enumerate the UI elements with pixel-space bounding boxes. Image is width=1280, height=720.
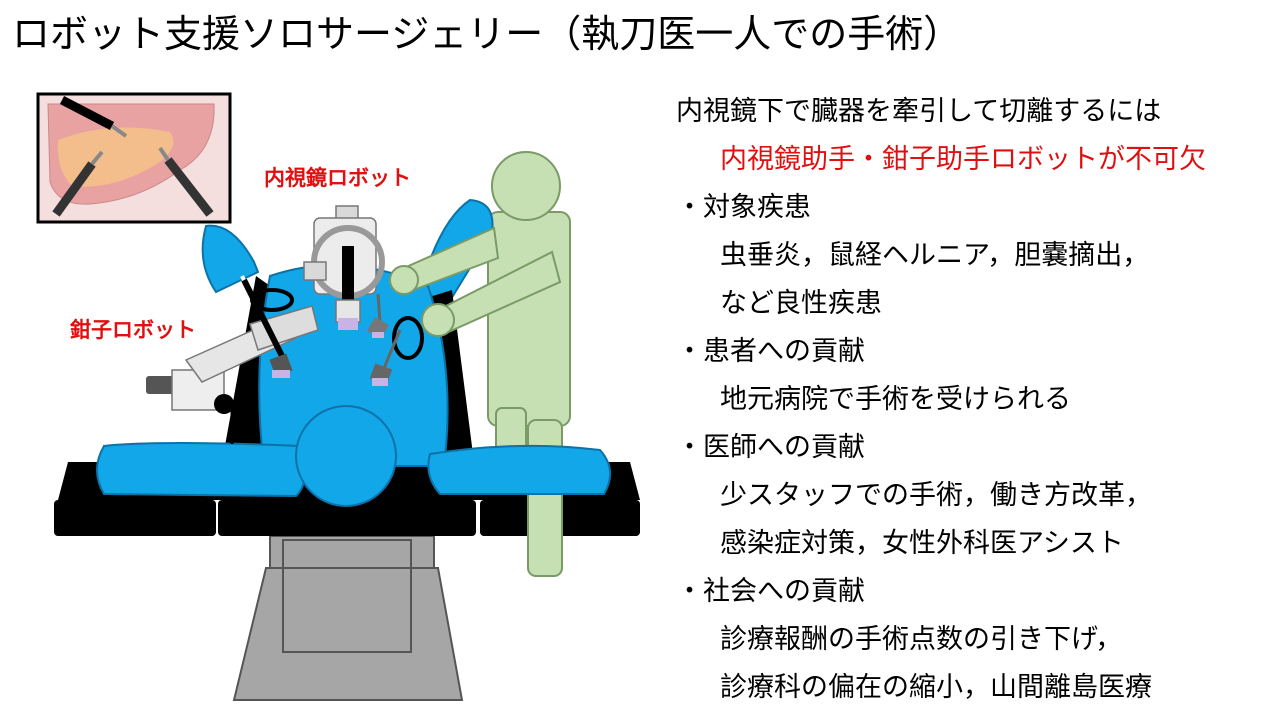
endoscope-robot	[303, 205, 389, 339]
endoscope-robot-label: 内視鏡ロボット	[264, 166, 411, 190]
forceps-robot	[146, 275, 424, 444]
intro-emphasis: 内視鏡助手・鉗子助手ロボットが不可欠	[720, 144, 1206, 175]
intro-text: 内視鏡下で臓器を牽引して切離するには	[676, 96, 1162, 127]
section-line: 虫垂炎，鼠経ヘルニア，胆嚢摘出，	[720, 240, 1150, 271]
section-heading: ・医師への貢献	[676, 432, 865, 463]
forceps-robot-label: 鉗子ロボット	[70, 318, 196, 342]
section-line: 少スタッフでの手術，働き方改革，	[720, 480, 1152, 511]
section-line: 地元病院で手術を受けられる	[720, 384, 1071, 415]
section-line: 診療科の偏在の縮小，山間離島医療	[720, 672, 1152, 703]
section-line: 感染症対策，女性外科医アシスト	[720, 528, 1124, 559]
section-line: など良性疾患	[720, 288, 882, 319]
monitor	[36, 92, 232, 224]
page-title: ロボット支援ソロサージェリー（執刀医一人での手術）	[12, 12, 962, 56]
table-base	[232, 535, 464, 701]
section-heading: ・患者への貢献	[676, 336, 865, 367]
surgeon-arms	[389, 226, 562, 337]
section-heading: ・対象疾患	[676, 192, 811, 223]
info-panel: 内視鏡下で臓器を牽引して切離するには 内視鏡助手・鉗子助手ロボットが不可欠 ・対…	[676, 88, 1276, 712]
section-line: 診療報酬の手術点数の引き下げ，	[720, 624, 1123, 655]
section-heading: ・社会への貢献	[676, 576, 865, 607]
surgery-illustration	[36, 92, 640, 701]
